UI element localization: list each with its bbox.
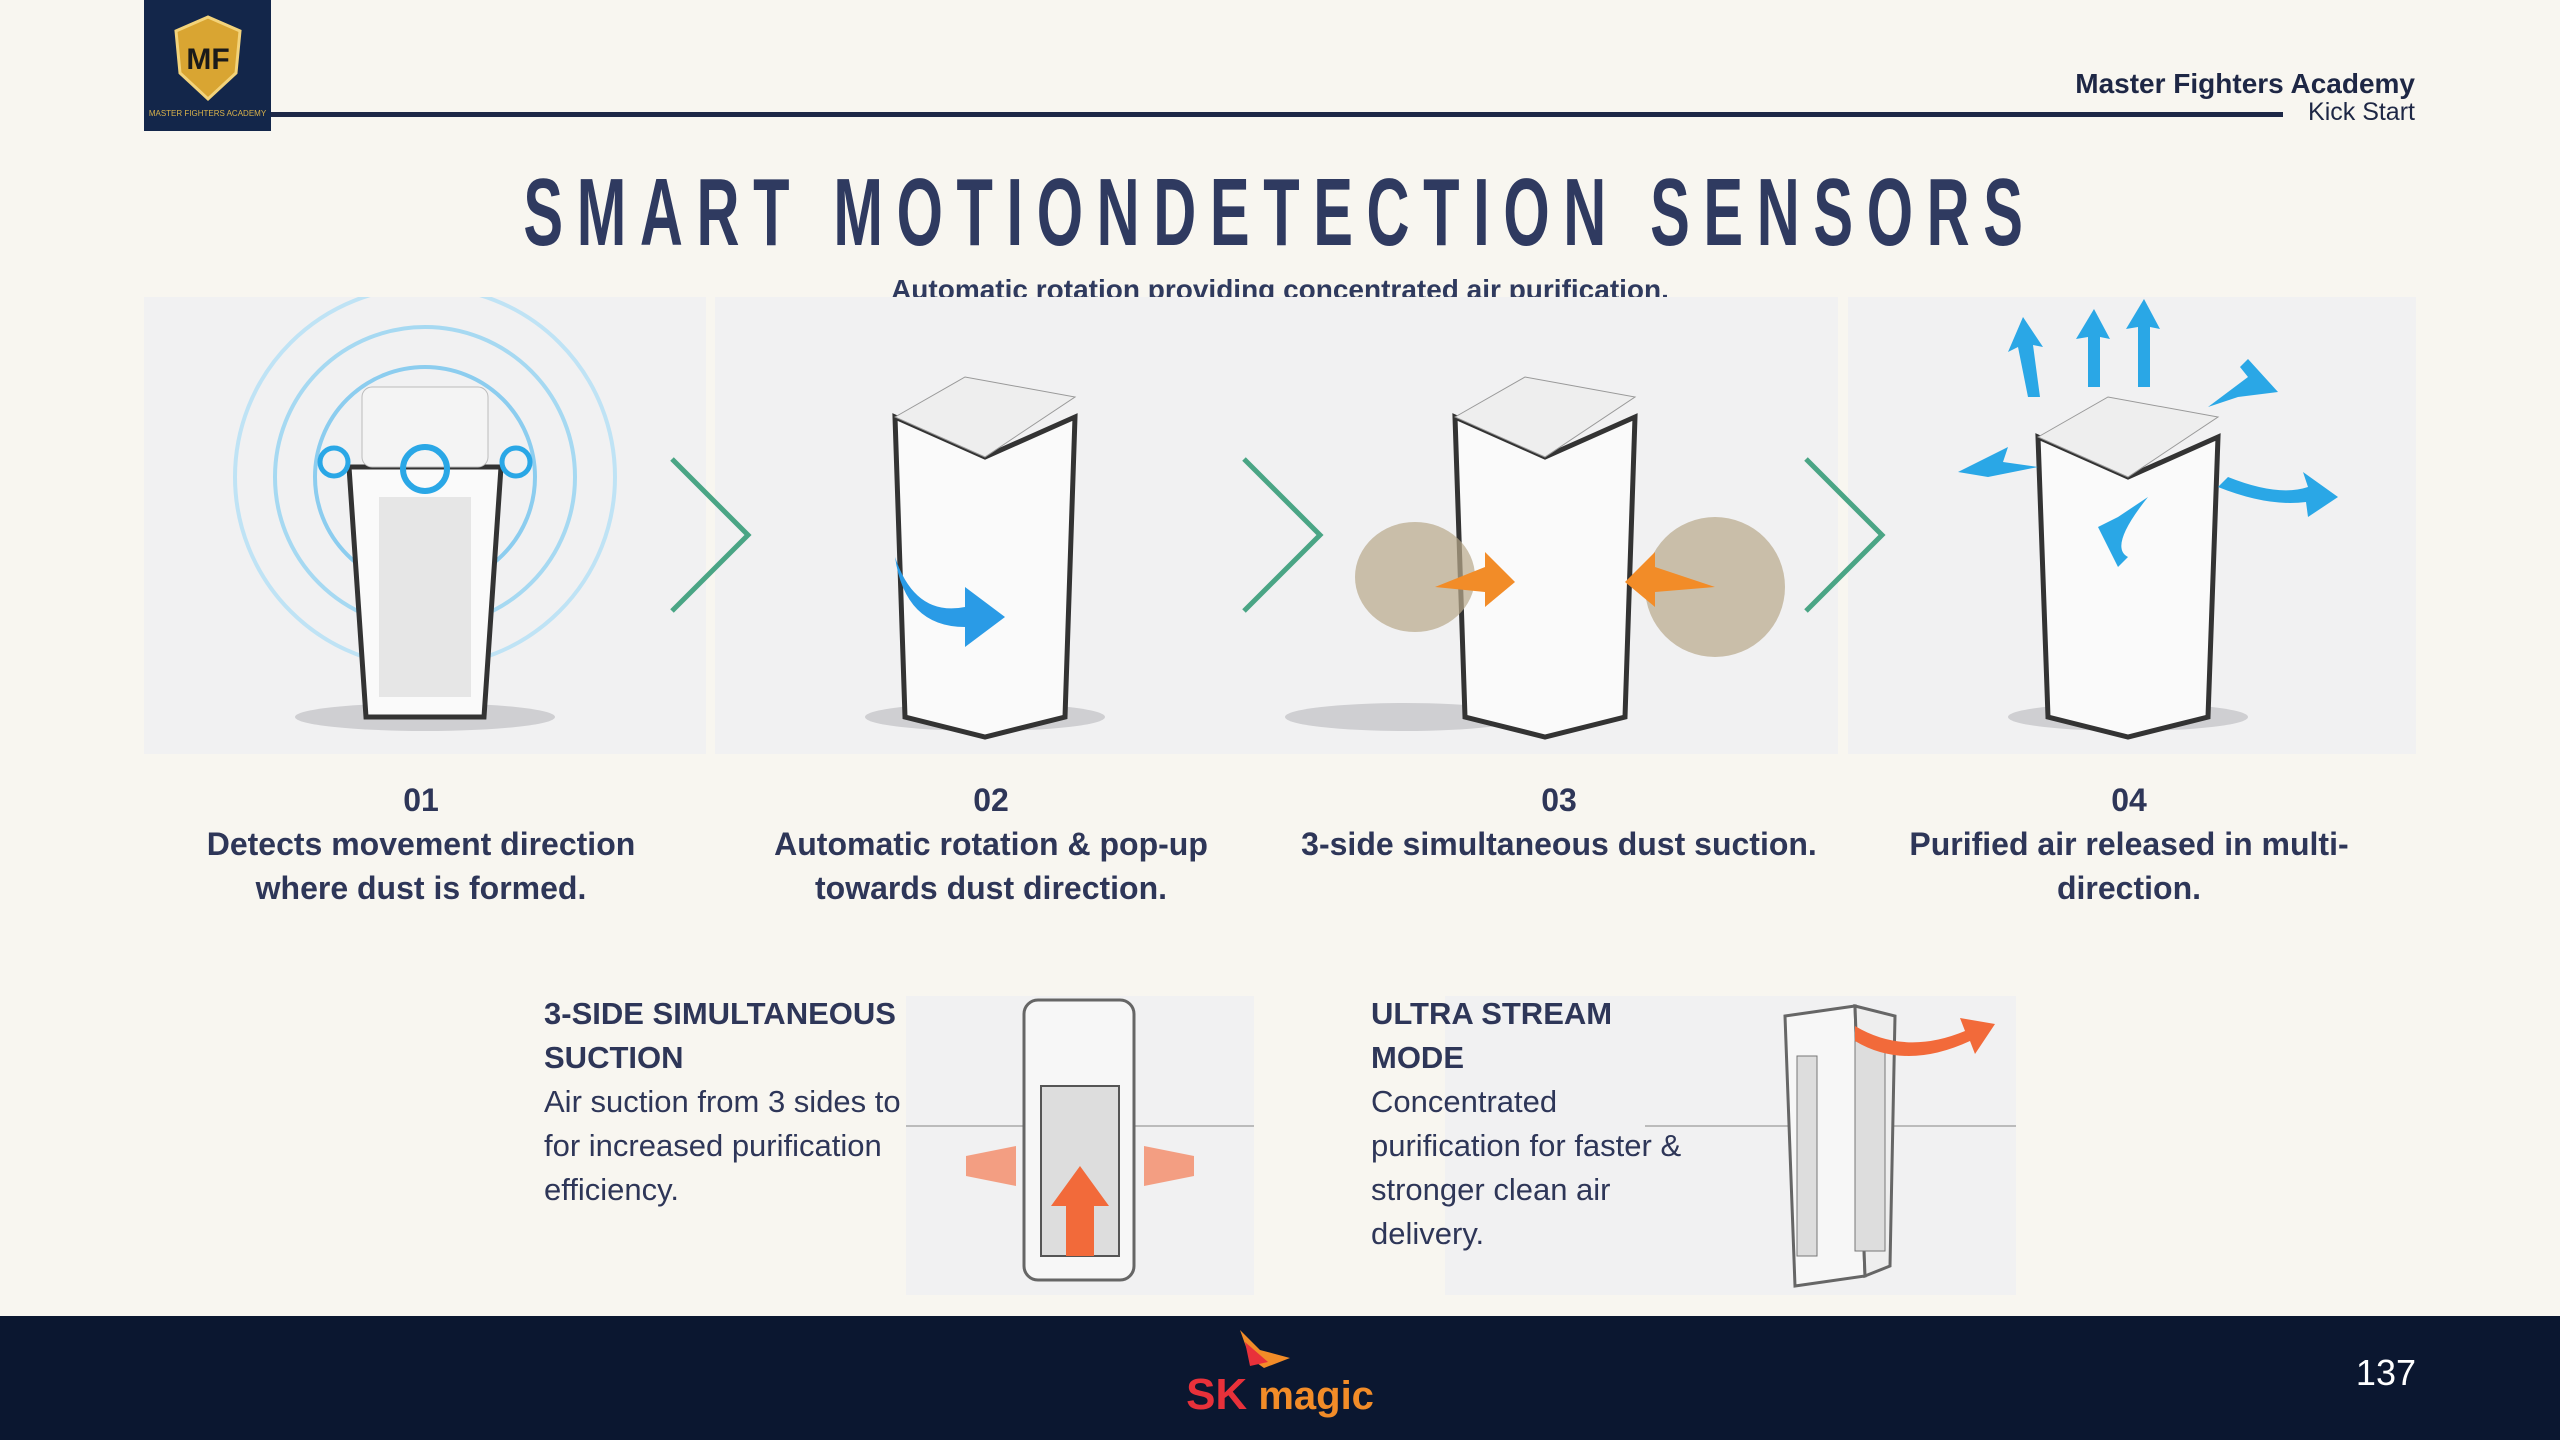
chevron-right-icon: [1242, 457, 1324, 613]
step-4: 04 Purified air released in multi-direct…: [1849, 778, 2409, 910]
step-number: 01: [403, 782, 439, 818]
suction-illustration: [906, 998, 1254, 1282]
step-1-image: [144, 285, 706, 754]
step-number: 04: [2111, 782, 2147, 818]
ultra-stream-diagram: [1445, 996, 2016, 1295]
step-text: Detects movement direction where dust is…: [206, 826, 636, 906]
chevron-right-icon: [1804, 457, 1886, 613]
step-2: 02 Automatic rotation & pop-up towards d…: [711, 778, 1271, 910]
svg-text:MF: MF: [186, 43, 229, 76]
footer-bar: [0, 1316, 2560, 1440]
chevron-right-icon: [670, 457, 752, 613]
academy-logo: MF MASTER FIGHTERS ACADEMY: [144, 0, 271, 131]
feature-suction: 3-SIDE SIMULTANEOUS SUCTION Air suction …: [544, 992, 904, 1212]
brand-name: Master Fighters Academy: [2075, 68, 2415, 99]
header-rule: [271, 112, 2283, 117]
step-number: 03: [1541, 782, 1577, 818]
page-title: SMART MOTIONDETECTION SENSORS: [523, 159, 2037, 266]
purifier-rotation-illustration: [865, 376, 1785, 740]
shield-logo-icon: MF: [173, 15, 242, 102]
step-text: Automatic rotation & pop-up towards dust…: [774, 826, 1208, 906]
logo-caption: MASTER FIGHTERS ACADEMY: [148, 109, 267, 118]
sk-magic-logo-text: SK magic: [1186, 1370, 1374, 1419]
sk-butterfly-icon: [1240, 1330, 1290, 1368]
ultra-stream-illustration: [1645, 1004, 2016, 1288]
brand-subtitle: Kick Start: [2308, 98, 2415, 126]
step-text: Purified air released in multi-direction…: [1909, 826, 2349, 906]
step-1: 01 Detects movement direction where dust…: [141, 778, 701, 910]
suction-diagram: [906, 996, 1254, 1295]
step-4-image: [1848, 297, 2416, 754]
step-number: 02: [973, 782, 1009, 818]
feature-body: Air suction from 3 sides to for increase…: [544, 1084, 901, 1207]
brand-block: Master Fighters Academy Kick Start: [2075, 68, 2415, 127]
step-text: 3-side simultaneous dust suction.: [1301, 826, 1817, 862]
purifier-sensor-illustration: [233, 285, 617, 731]
feature-ultra-stream: ULTRA STREAM MODE Concentrated purificat…: [1371, 992, 1691, 1256]
feature-body: Concentrated purification for faster & s…: [1371, 1084, 1682, 1251]
step-2-3-image: [715, 297, 1838, 754]
step-3: 03 3-side simultaneous dust suction.: [1279, 778, 1839, 866]
purifier-airflow-illustration: [1958, 299, 2338, 740]
page-number: 137: [2355, 1352, 2416, 1393]
feature-heading: 3-SIDE SIMULTANEOUS SUCTION: [544, 996, 896, 1075]
feature-heading: ULTRA STREAM MODE: [1371, 996, 1613, 1075]
